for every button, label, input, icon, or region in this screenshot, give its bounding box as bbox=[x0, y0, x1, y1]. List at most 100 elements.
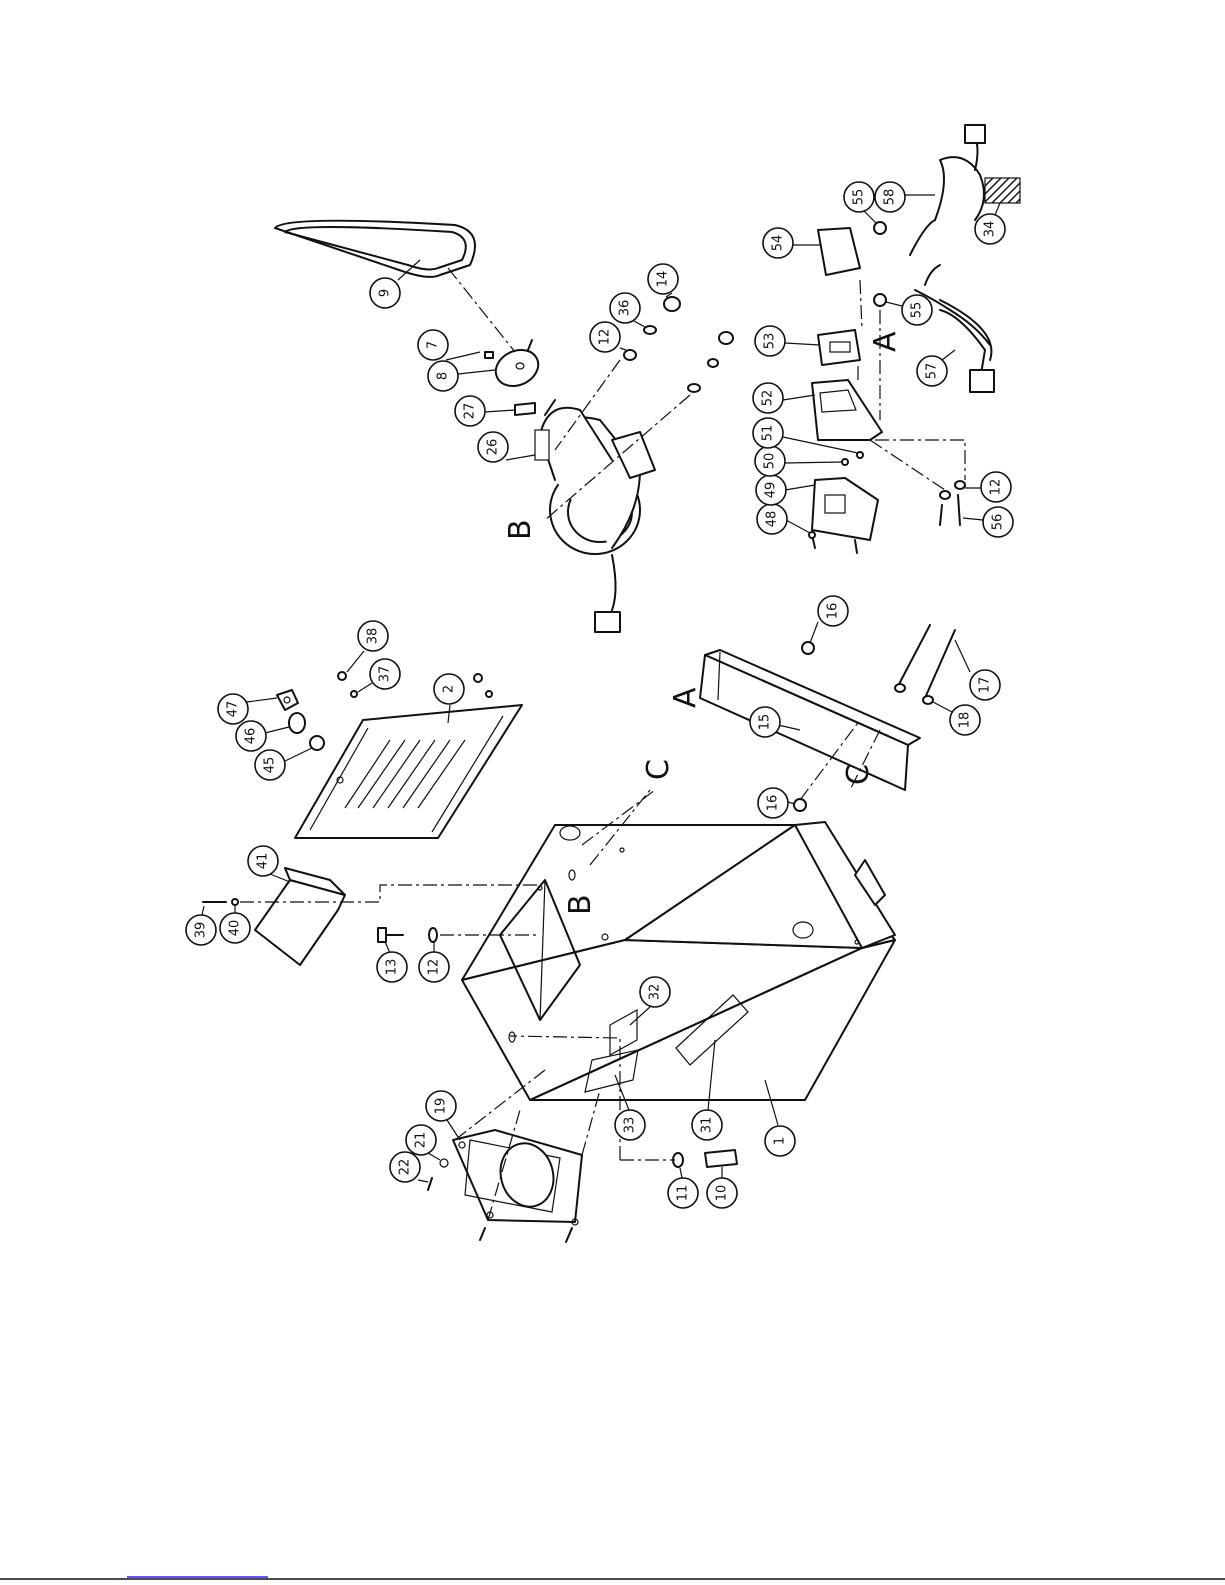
cover-panel bbox=[295, 672, 522, 838]
switch-box-assembly bbox=[809, 222, 965, 553]
callout-15-label: 15 bbox=[758, 714, 773, 731]
callout-55-bottom: 55 bbox=[886, 295, 932, 325]
footer-rule bbox=[0, 1577, 1225, 1579]
callout-55-bottom-label: 55 bbox=[910, 302, 925, 319]
callout-58-label: 58 bbox=[883, 189, 898, 206]
callout-7: 7 bbox=[418, 330, 480, 360]
callout-16-top: 16 bbox=[810, 596, 848, 643]
callout-48-label: 48 bbox=[765, 511, 780, 528]
callout-55-top-label: 55 bbox=[852, 189, 867, 206]
callout-46-label: 46 bbox=[244, 728, 259, 745]
callout-33-label: 33 bbox=[623, 1117, 638, 1134]
callout-52-label: 52 bbox=[761, 390, 776, 407]
callout-14: 14 bbox=[648, 264, 678, 297]
callout-41: 41 bbox=[248, 846, 290, 882]
section-mark-c-cabinet: C bbox=[641, 759, 676, 780]
callout-10: 10 bbox=[707, 1167, 737, 1208]
callout-52: 52 bbox=[753, 383, 815, 413]
callout-39-label: 39 bbox=[194, 922, 209, 939]
callout-12-switch-label: 12 bbox=[989, 479, 1004, 496]
callout-26: 26 bbox=[478, 432, 535, 462]
callout-37-label: 37 bbox=[378, 666, 393, 683]
callout-12-motor-label: 12 bbox=[598, 329, 613, 346]
section-mark-b-cabinet: B bbox=[563, 894, 598, 915]
callout-53: 53 bbox=[755, 326, 820, 356]
callout-13: 13 bbox=[377, 942, 407, 982]
callout-19-label: 19 bbox=[434, 1098, 449, 1115]
callout-2-label: 2 bbox=[442, 685, 457, 693]
callout-54: 54 bbox=[763, 228, 820, 258]
callout-22-label: 22 bbox=[398, 1159, 413, 1176]
rail-15 bbox=[700, 625, 955, 811]
callout-13-label: 13 bbox=[385, 959, 400, 976]
callout-17-label: 17 bbox=[978, 677, 993, 694]
callout-40: 40 bbox=[220, 906, 250, 943]
callout-8: 8 bbox=[428, 361, 495, 391]
callout-53-label: 53 bbox=[763, 333, 778, 350]
callout-22: 22 bbox=[390, 1152, 428, 1182]
section-mark-a-rail: A bbox=[668, 687, 703, 708]
callout-1: 1 bbox=[765, 1080, 795, 1156]
callout-47-label: 47 bbox=[226, 701, 241, 718]
callout-7-label: 7 bbox=[426, 341, 441, 349]
callout-47: 47 bbox=[218, 694, 277, 724]
outlet-plate bbox=[428, 1130, 582, 1242]
callout-58: 58 bbox=[875, 182, 935, 212]
callout-14-label: 14 bbox=[656, 271, 671, 288]
callout-54-label: 54 bbox=[771, 235, 786, 252]
callout-27: 27 bbox=[455, 396, 515, 426]
section-mark-c-rail: C bbox=[841, 764, 876, 785]
callout-32-label: 32 bbox=[648, 984, 663, 1001]
callout-34-label: 34 bbox=[983, 221, 998, 238]
callout-41-label: 41 bbox=[256, 853, 271, 870]
callout-11-label: 11 bbox=[676, 1185, 691, 1202]
callout-38-label: 38 bbox=[366, 628, 381, 645]
cabinet-body bbox=[462, 822, 895, 1100]
callout-46: 46 bbox=[236, 721, 289, 751]
motor-26 bbox=[515, 400, 655, 632]
callout-50: 50 bbox=[755, 446, 842, 476]
callout-18-label: 18 bbox=[958, 712, 973, 729]
callout-16-bottom: 16 bbox=[758, 788, 795, 818]
section-mark-b-motor: B bbox=[503, 519, 538, 540]
callout-50-label: 50 bbox=[763, 453, 778, 470]
callout-16-bottom-label: 16 bbox=[766, 795, 781, 812]
callout-26-label: 26 bbox=[486, 439, 501, 456]
callout-11: 11 bbox=[668, 1168, 698, 1208]
callout-1-label: 1 bbox=[773, 1137, 788, 1145]
label-34 bbox=[985, 178, 1020, 203]
callout-49: 49 bbox=[756, 475, 815, 505]
callout-31-label: 31 bbox=[700, 1117, 715, 1134]
callout-17: 17 bbox=[955, 640, 1000, 700]
callout-57: 57 bbox=[917, 350, 955, 386]
callout-27-label: 27 bbox=[463, 403, 478, 420]
callout-16-top-label: 16 bbox=[826, 603, 841, 620]
callout-49-label: 49 bbox=[764, 482, 779, 499]
callout-45-label: 45 bbox=[263, 757, 278, 774]
callout-12-cabinet: 12 bbox=[419, 942, 449, 982]
callout-8-label: 8 bbox=[436, 372, 451, 380]
callout-56: 56 bbox=[963, 507, 1013, 537]
callout-21-label: 21 bbox=[414, 1132, 429, 1149]
callout-55-top: 55 bbox=[844, 182, 876, 223]
callout-39: 39 bbox=[186, 906, 216, 945]
pulley-8 bbox=[485, 340, 544, 393]
callout-45: 45 bbox=[255, 748, 312, 780]
callout-51-label: 51 bbox=[761, 425, 776, 442]
callout-57-label: 57 bbox=[925, 363, 940, 380]
knob-assembly bbox=[277, 690, 324, 750]
callout-31: 31 bbox=[692, 1040, 722, 1140]
callout-12-switch: 12 bbox=[965, 472, 1011, 502]
callout-9: 9 bbox=[370, 260, 420, 308]
callout-40-label: 40 bbox=[228, 920, 243, 937]
callout-12-motor: 12 bbox=[590, 322, 626, 352]
callout-34: 34 bbox=[975, 203, 1005, 244]
callout-37: 37 bbox=[358, 659, 400, 692]
callout-18: 18 bbox=[933, 702, 980, 735]
callout-12-cabinet-label: 12 bbox=[427, 959, 442, 976]
callout-36-label: 36 bbox=[618, 300, 633, 317]
section-mark-a-switch: A bbox=[868, 331, 903, 352]
callout-56-label: 56 bbox=[991, 514, 1006, 531]
callout-36: 36 bbox=[610, 293, 645, 327]
